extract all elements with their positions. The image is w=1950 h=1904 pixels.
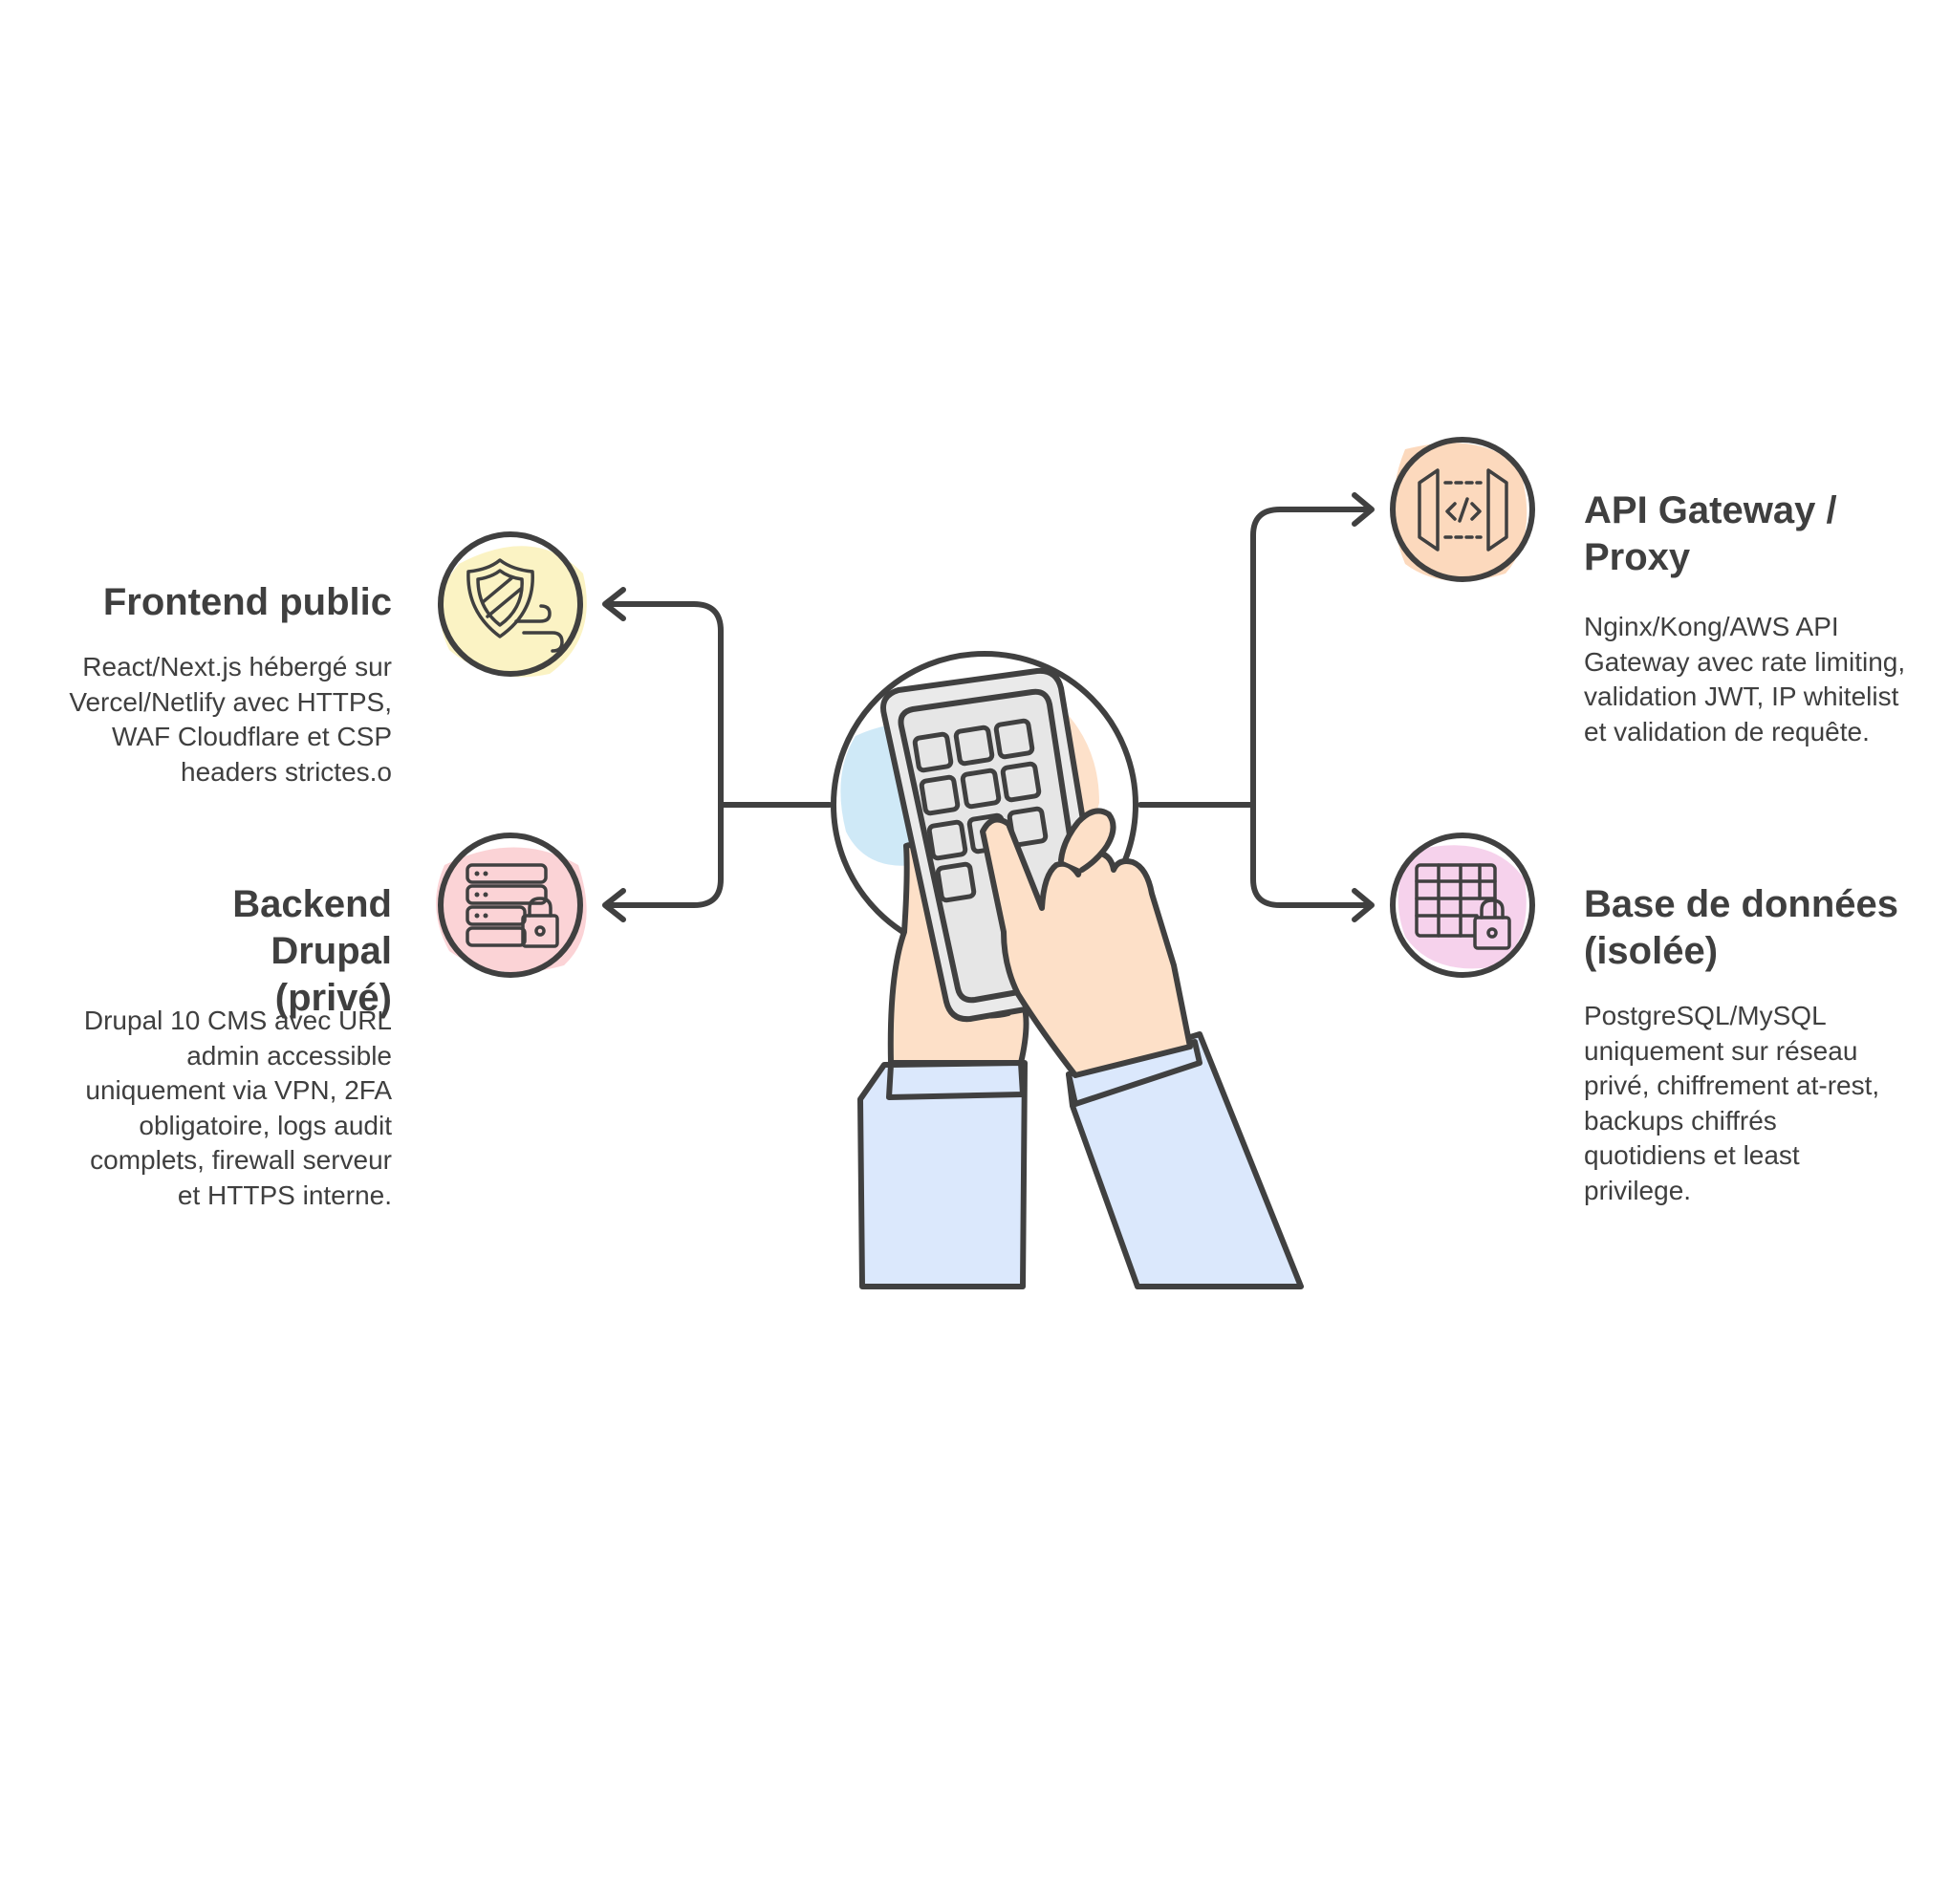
gateway-description: Nginx/Kong/AWS API Gateway avec rate lim… [1584, 612, 1906, 746]
server-lock-icon [436, 833, 587, 978]
gateway-title: API Gateway / Proxy [1584, 489, 1837, 578]
connector-right [1138, 492, 1375, 922]
hands-keypad-icon [831, 651, 1304, 1289]
connector-left [602, 587, 833, 922]
frontend-title: Frontend public [102, 581, 392, 623]
backend-description: Drupal 10 CMS avec URL admin accessible … [83, 1006, 392, 1210]
frontend-description: React/Next.js hébergé sur Vercel/Netlify… [69, 652, 392, 787]
database-lock-icon [1390, 833, 1535, 978]
database-description: PostgreSQL/MySQL uniquement sur réseau p… [1584, 1001, 1880, 1205]
code-gateway-icon [1390, 437, 1535, 582]
backend-title: Backend Drupal (privé) [232, 883, 392, 1019]
database-title: Base de données (isolée) [1584, 883, 1899, 972]
shield-icon [438, 531, 587, 678]
